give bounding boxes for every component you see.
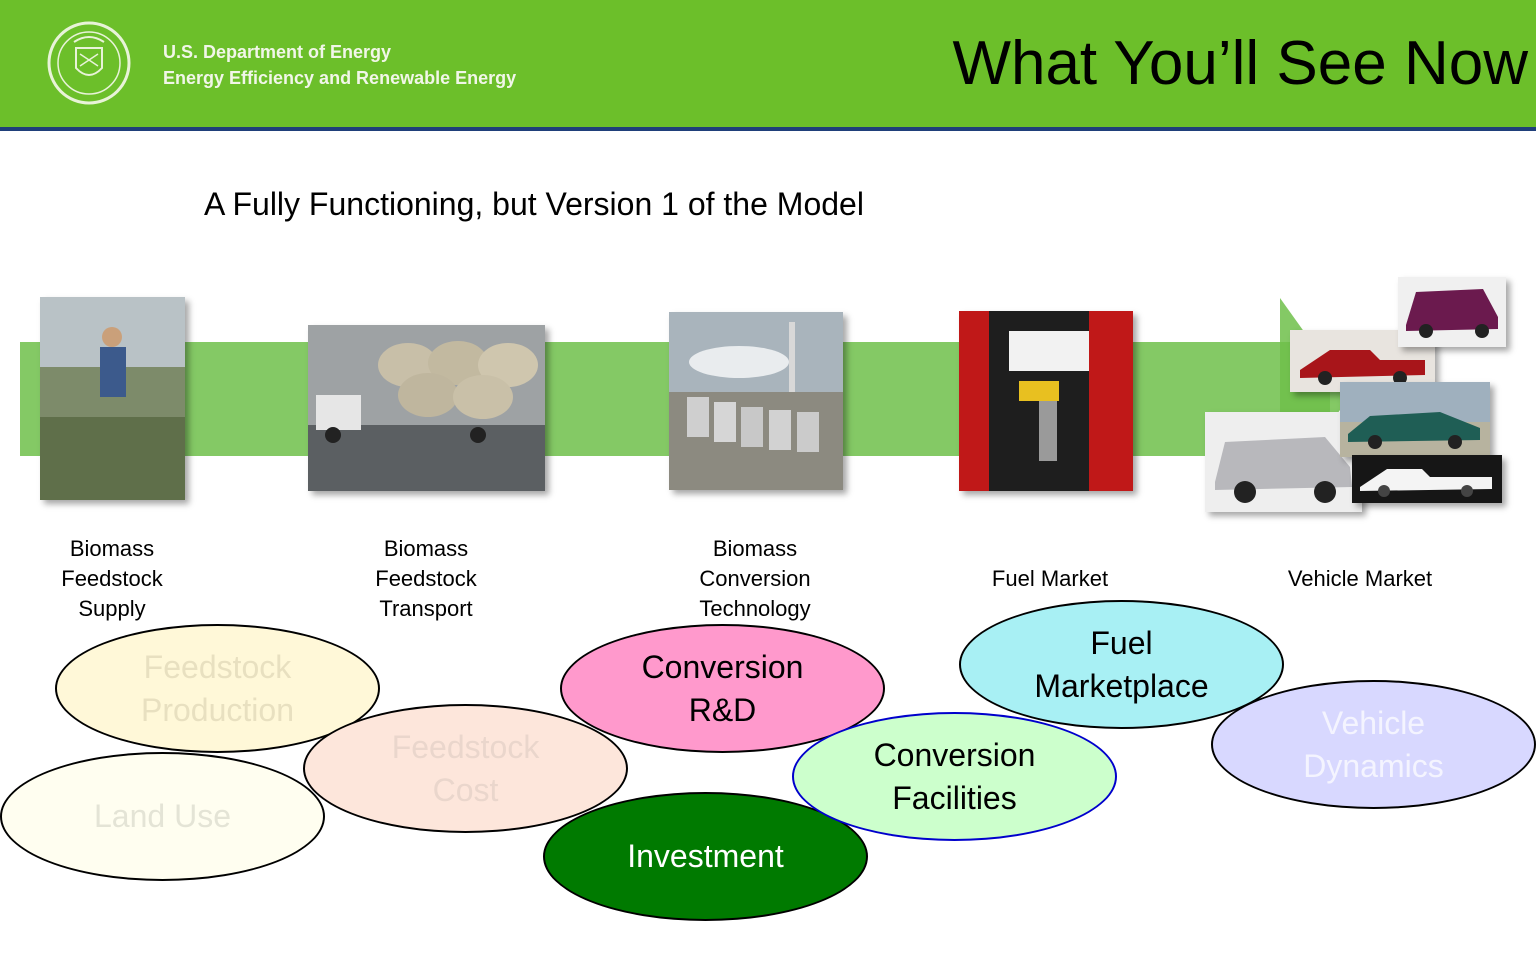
- purple-van-photo: [1398, 277, 1506, 347]
- minivan-photo: [1205, 412, 1362, 512]
- stage-label-feedstock-supply: Biomass Feedstock Supply: [61, 536, 163, 621]
- white-pickup-photo: [1352, 455, 1502, 503]
- header-divider: [0, 127, 1536, 131]
- module-fuel-marketplace: Fuel Marketplace: [959, 600, 1284, 729]
- green-sedan-photo: [1340, 382, 1490, 457]
- hay-bale-truck-photo: [308, 325, 545, 491]
- stage-label-conversion-technology: Biomass Conversion Technology: [699, 536, 811, 621]
- e85-fuel-pump-photo: [959, 311, 1133, 491]
- stage-label-feedstock-transport: Biomass Feedstock Transport: [375, 536, 477, 621]
- slide-subtitle: A Fully Functioning, but Version 1 of th…: [204, 186, 864, 222]
- module-feedstock-production: Feedstock Production: [55, 624, 380, 753]
- stage-label-fuel-market: Fuel Market: [991, 566, 1109, 591]
- module-conversion-facilities: Conversion Facilities: [792, 712, 1117, 841]
- org-name: U.S. Department of Energy: [163, 42, 392, 62]
- module-vehicle-dynamics: Vehicle Dynamics: [1211, 680, 1536, 809]
- module-investment: Investment: [543, 792, 868, 921]
- stage-label-vehicle-market: Vehicle Market: [1287, 566, 1433, 591]
- module-land-use: Land Use: [0, 752, 325, 881]
- module-feedstock-cost: Feedstock Cost: [303, 704, 628, 833]
- org-division: Energy Efficiency and Renewable Energy: [163, 68, 517, 88]
- biorefinery-plant-photo: [669, 312, 843, 490]
- header-bar: [0, 0, 1536, 127]
- doe-seal-icon: [34, 18, 144, 108]
- module-conversion-rd: Conversion R&D: [560, 624, 885, 753]
- farmer-in-field-photo: [40, 297, 185, 500]
- slide-title: What You’ll See Now: [952, 29, 1528, 98]
